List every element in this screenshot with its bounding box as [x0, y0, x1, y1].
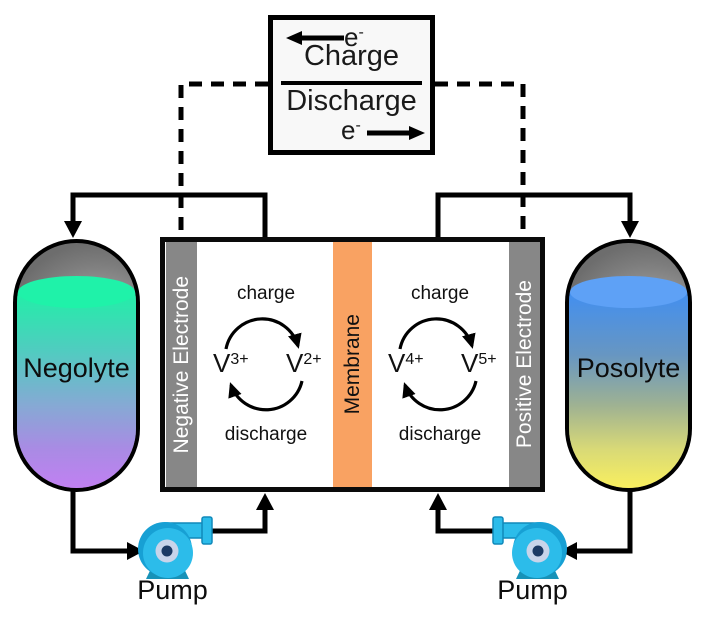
flow-line-negolyte-to-pump [70, 488, 127, 554]
positive-electrode-label: Positive Electrode [513, 280, 536, 449]
arrow-into-negolyte-icon [64, 221, 82, 238]
negative-electrode-label: Negative Electrode [170, 275, 193, 454]
left-pump-icon [138, 516, 213, 579]
species-oxidation-state: 3+ [230, 351, 249, 368]
species-v3: V3+ [213, 350, 249, 376]
negative-electrode: Negative Electrode [166, 242, 197, 487]
species-symbol: V [213, 348, 231, 378]
arrow-into-cell-left-icon [256, 493, 274, 510]
posolyte-tank: Posolyte [565, 239, 692, 492]
cell-stack: Negative Electrode Membrane Positive Ele… [160, 237, 545, 492]
right-pump-icon [492, 516, 567, 579]
electron-symbol: e [344, 22, 359, 52]
membrane: Membrane [333, 242, 372, 487]
positive-discharge-label: discharge [398, 424, 482, 445]
flow-line-posolyte-to-pump [577, 488, 633, 554]
charge-discharge-divider [281, 81, 422, 85]
species-symbol: V [286, 348, 304, 378]
positive-charge-label: charge [410, 283, 470, 304]
dashed-wire-right [435, 81, 526, 236]
species-oxidation-state: 2+ [303, 351, 322, 368]
flow-line-cell-to-negolyte [70, 192, 268, 240]
membrane-label: Membrane [341, 314, 364, 415]
electron-sign: - [358, 24, 364, 41]
negolyte-label: Negolyte [23, 353, 130, 383]
flow-line-right-pump-to-cell [435, 509, 494, 534]
species-symbol: V [461, 348, 479, 378]
electron-symbol: e [341, 115, 356, 145]
negative-charge-label: charge [236, 283, 296, 304]
charge-mode-label: Charge [303, 40, 400, 72]
negolyte-tank: Negolyte [13, 239, 140, 492]
species-oxidation-state: 5+ [478, 351, 497, 368]
species-v2: V2+ [286, 350, 322, 376]
negolyte-liquid [17, 292, 136, 488]
electron-sign: - [355, 117, 361, 134]
arrow-into-cell-right-icon [429, 493, 447, 510]
dashed-wire-left [178, 81, 268, 236]
discharge-mode-label: Discharge [286, 85, 417, 117]
electron-flow-right-arrow-icon [367, 126, 425, 140]
electron-label-discharge: e- [341, 117, 361, 143]
arrow-into-right-pump-icon [560, 542, 577, 560]
posolyte-surface [570, 276, 687, 308]
flow-line-cell-to-posolyte [435, 192, 633, 240]
left-pump-label: Pump [137, 575, 208, 605]
negolyte-surface [18, 276, 135, 308]
posolyte-liquid [569, 292, 688, 488]
species-v4: V4+ [388, 350, 424, 376]
posolyte-label: Posolyte [576, 353, 681, 383]
species-symbol: V [388, 348, 406, 378]
right-pump-label: Pump [497, 575, 568, 605]
arrow-into-left-pump-icon [127, 542, 144, 560]
species-oxidation-state: 4+ [405, 351, 424, 368]
species-v5: V5+ [461, 350, 497, 376]
electron-flow-left-arrow-icon [286, 31, 344, 45]
flow-line-left-pump-to-cell [206, 509, 268, 534]
arrow-into-posolyte-icon [621, 221, 639, 238]
negative-discharge-label: discharge [224, 424, 308, 445]
positive-electrode: Positive Electrode [509, 242, 540, 487]
electron-label-charge: e- [344, 24, 364, 50]
charge-discharge-box: e- Charge Discharge e- [268, 15, 435, 155]
